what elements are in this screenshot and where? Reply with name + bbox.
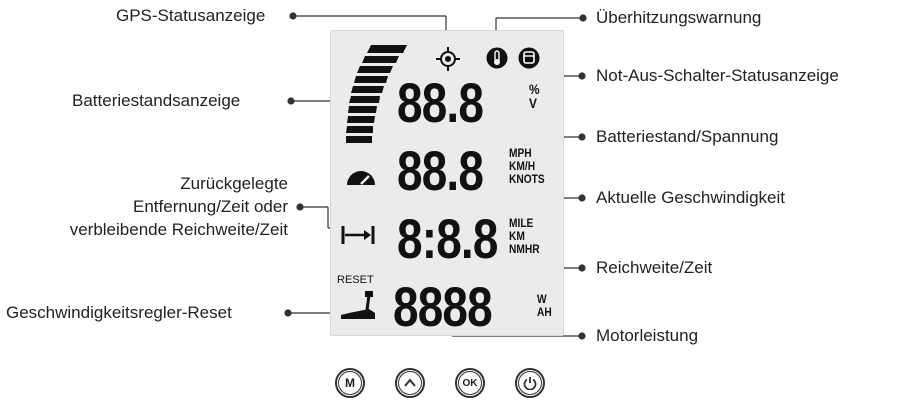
leader-dot-speed (578, 194, 586, 202)
label-battery-level: Batteriestand/Spannung (596, 127, 779, 146)
label-motor-power: Motorleistung (596, 326, 699, 345)
leader-dot-battery-level (578, 133, 586, 141)
battery-level-digits: 88.8 (397, 71, 484, 134)
unit-percent: % (529, 81, 540, 97)
ok-button[interactable]: OK (455, 368, 485, 398)
label-distance-line2: Entfernung/Zeit oder (133, 197, 288, 216)
unit-nmhr: NMHR (509, 242, 540, 256)
throttle-lever-icon (341, 291, 375, 319)
label-gps-status: GPS-Statusanzeige (116, 6, 266, 25)
unit-kmh: KM/H (509, 159, 536, 173)
range-time-digits: 8:8.8 (397, 207, 498, 270)
speedometer-icon (347, 171, 375, 185)
reset-text: RESET (337, 274, 374, 286)
leader-dot-gps (289, 12, 297, 20)
unit-mph: MPH (509, 146, 532, 160)
leader-dot-distance (296, 203, 304, 211)
label-range-time: Reichweite/Zeit (596, 258, 713, 277)
label-distance-line1: Zurückgelegte (180, 174, 288, 193)
motor-power-digits: 8888 (393, 275, 493, 338)
unit-mile: MILE (509, 216, 534, 230)
emergency-stop-icon (518, 47, 540, 69)
thermometer-icon (486, 47, 508, 69)
leader-dot-estop (578, 72, 586, 80)
speed-digits: 88.8 (397, 139, 484, 202)
power-icon (523, 377, 537, 390)
distance-icon (341, 226, 375, 244)
gps-icon (436, 47, 460, 71)
leader-dot-overheat (579, 14, 587, 22)
unit-ah: AH (537, 305, 552, 319)
unit-volt: V (529, 95, 537, 111)
ok-button-label: OK (458, 371, 482, 395)
mode-button[interactable]: M (335, 368, 365, 398)
label-distance-line3: verbleibende Reichweite/Zeit (69, 220, 288, 239)
label-cruise-reset: Geschwindigkeitsregler-Reset (6, 303, 232, 322)
power-button[interactable] (515, 368, 545, 398)
label-estop-status: Not-Aus-Schalter-Statusanzeige (596, 66, 839, 85)
unit-knots: KNOTS (509, 172, 545, 186)
unit-watt: W (537, 292, 547, 306)
up-button[interactable] (395, 368, 425, 398)
leader-dot-motor-power (578, 332, 586, 340)
battery-gauge-icon (346, 45, 407, 143)
leader-dot-cruise-reset (284, 309, 292, 317)
lcd-display: 88.8 % V 88.8 MPH KM/H KNOTS 8:8.8 MILE … (330, 30, 564, 336)
unit-km: KM (509, 229, 525, 243)
mode-button-label: M (338, 371, 362, 395)
leader-dot-range (578, 264, 586, 272)
label-current-speed: Aktuelle Geschwindigkeit (596, 188, 785, 207)
chevron-up-icon (404, 378, 416, 387)
label-overheat-warning: Überhitzungswarnung (596, 8, 762, 27)
leader-dot-battery-gauge (287, 97, 295, 105)
label-battery-gauge: Batteriestandsanzeige (72, 91, 241, 110)
